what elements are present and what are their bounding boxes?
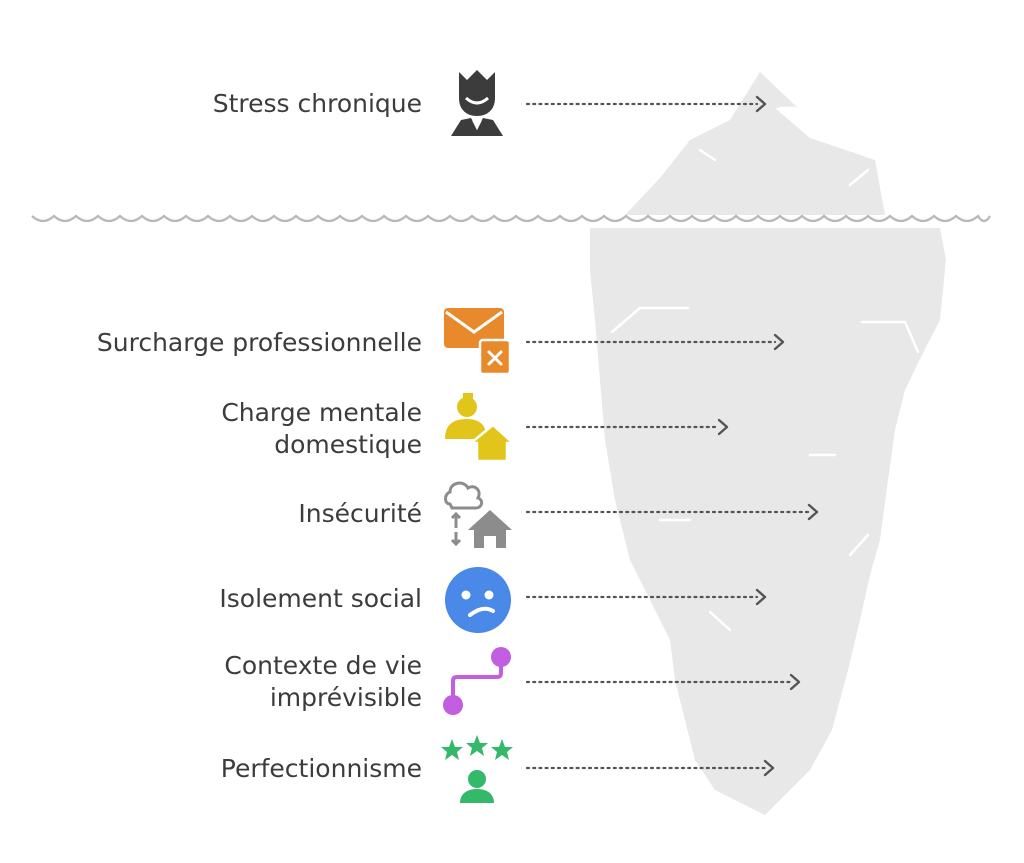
stars-person-icon (441, 735, 513, 803)
stressed-person-icon (451, 70, 503, 136)
hidden-arrow-6 (525, 759, 775, 777)
sad-face-icon (445, 567, 511, 633)
hidden-label-2: Charge mentale domestique (221, 398, 422, 459)
hidden-arrow-1 (525, 333, 785, 351)
cloud-home-icon (444, 481, 512, 548)
iceberg-tip (625, 72, 885, 215)
hidden-label-5: Contexte de vie imprévisible (224, 651, 422, 712)
hidden-arrow-5 (525, 673, 801, 691)
person-home-icon (445, 393, 513, 463)
surface-label: Stress chronique (212, 89, 422, 118)
hidden-label-4: Isolement social (219, 584, 422, 613)
iceberg-body (590, 228, 946, 815)
winding-path-icon (443, 647, 511, 715)
surface-arrow (525, 95, 767, 113)
hidden-arrow-2 (525, 418, 729, 436)
hidden-label-1: Surcharge professionnelle (96, 328, 422, 357)
hidden-arrow-3 (525, 503, 819, 521)
hidden-arrow-4 (525, 588, 767, 606)
water-line (31, 214, 991, 223)
hidden-label-6: Perfectionnisme (220, 754, 422, 783)
hidden-label-3: Insécurité (298, 499, 422, 528)
mail-overload-icon (444, 308, 512, 376)
